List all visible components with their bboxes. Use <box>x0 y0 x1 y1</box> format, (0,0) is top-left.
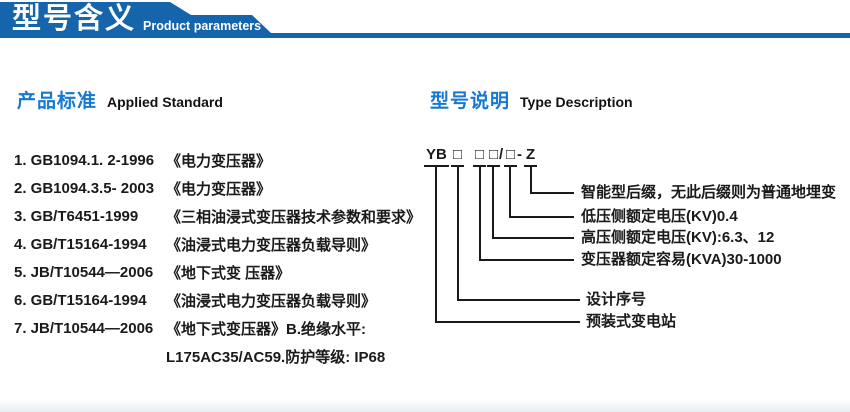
standard-desc: 《电力变压器》 <box>166 180 272 198</box>
standard-item-continuation: L175AC35/AC59.防护等级: IP68 <box>14 342 421 370</box>
model-code-dash: - <box>517 146 522 163</box>
applied-standard-title-zh: 产品标准 <box>17 91 98 112</box>
standard-desc: 《油浸式电力变压器负载导则》 <box>166 236 377 254</box>
applied-standard-title-en: Applied Standard <box>107 94 223 110</box>
standard-item: 5. JB/T10544—2006 《地下式变 压器》 <box>14 258 421 286</box>
standard-item: 1. GB1094.1. 2-1996 《电力变压器》 <box>14 146 421 174</box>
model-code-box-design: □ <box>451 146 465 167</box>
header-banner-shape <box>0 2 850 38</box>
model-code-box-hv: □ <box>487 146 501 167</box>
label-smart-suffix: 智能型后缀，无此后缀则为普通地埋变 <box>581 184 837 201</box>
page-title: 型号含义 <box>12 3 137 35</box>
standard-code: 3. GB/T6451-1999 <box>14 207 139 225</box>
standards-list: 1. GB1094.1. 2-1996 《电力变压器》 2. GB1094.3.… <box>14 146 421 370</box>
applied-standard-heading: 产品标准 Applied Standard <box>17 86 223 113</box>
model-code-box-capacity: □ <box>473 146 487 167</box>
standard-item: 3. GB/T6451-1999 《三相油浸式变压器技术参数和要求》 <box>14 202 421 230</box>
standard-code: 6. GB/T15164-1994 <box>14 291 147 309</box>
page-subtitle: Product parameters <box>143 19 262 33</box>
standard-desc: 《地下式变 压器》 <box>166 264 291 282</box>
standard-code: 2. GB1094.3.5- 2003 <box>14 179 155 197</box>
standard-item: 4. GB/T15164-1994 《油浸式电力变压器负载导则》 <box>14 230 421 258</box>
label-rated-capacity: 变压器额定容易(KVA)30-1000 <box>581 251 782 268</box>
standard-desc: 《地下式变压器》B.绝缘水平: <box>166 320 366 338</box>
standard-desc: 《三相油浸式变压器技术参数和要求》 <box>166 208 422 226</box>
label-design-serial: 设计序号 <box>586 291 647 308</box>
standard-desc: L175AC35/AC59.防护等级: IP68 <box>166 348 386 366</box>
model-code-prefix: YB <box>424 146 449 167</box>
standard-code: 5. JB/T10544—2006 <box>14 263 154 281</box>
standard-code: 7. JB/T10544—2006 <box>14 319 154 337</box>
type-description-title-zh: 型号说明 <box>430 91 511 112</box>
standard-desc: 《油浸式电力变压器负载导则》 <box>166 292 377 310</box>
footer-gradient-strip <box>0 400 850 412</box>
standard-item: 6. GB/T15164-1994 《油浸式电力变压器负载导则》 <box>14 286 421 314</box>
standard-code: 1. GB1094.1. 2-1996 <box>14 151 155 169</box>
standard-item: 2. GB1094.3.5- 2003 《电力变压器》 <box>14 174 421 202</box>
label-lv-rated-voltage: 低压侧额定电压(KV)0.4 <box>581 208 738 225</box>
standard-code: 4. GB/T15164-1994 <box>14 235 147 253</box>
standard-item: 7. JB/T10544—2006 《地下式变压器》B.绝缘水平: <box>14 314 421 342</box>
type-description-heading: 型号说明 Type Description <box>430 86 633 113</box>
standard-desc: 《电力变压器》 <box>166 152 272 170</box>
label-hv-rated-voltage: 高压侧额定电压(KV):6.3、12 <box>581 229 775 246</box>
model-code-box-lv: □ <box>504 146 518 167</box>
model-code-slash: / <box>499 146 504 163</box>
type-description-title-en: Type Description <box>520 94 633 110</box>
model-code-suffix: Z <box>524 146 538 167</box>
label-prefab-substation: 预装式变电站 <box>586 313 677 330</box>
